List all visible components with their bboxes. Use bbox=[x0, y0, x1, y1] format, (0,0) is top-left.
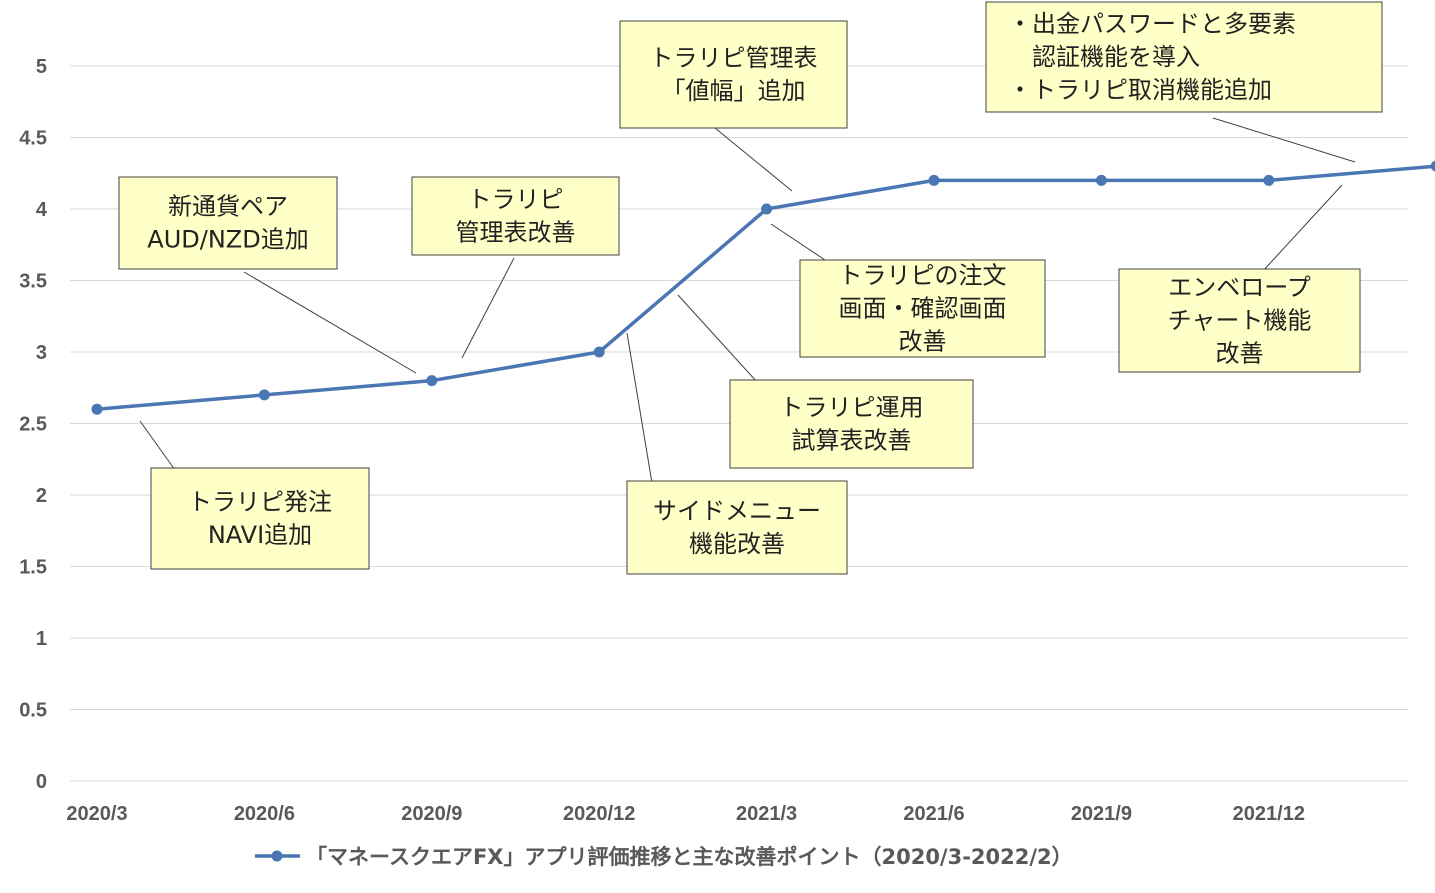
annotation-text: サイドメニュー bbox=[653, 497, 821, 525]
annotation-box bbox=[619, 20, 848, 129]
y-axis: 0 0.5 1 1.5 2 2.5 3 3.5 4 4.5 5 bbox=[19, 56, 48, 793]
data-point bbox=[1263, 174, 1275, 186]
annotation-leaders bbox=[139, 117, 1356, 484]
annotation-box bbox=[985, 1, 1383, 113]
annotations: トラリピ発注NAVI追加新通貨ペアAUD/NZD追加トラリピ管理表改善サイドメニ… bbox=[118, 1, 1383, 575]
annotation-box bbox=[411, 176, 620, 256]
data-point bbox=[1095, 174, 1107, 186]
annotation-leader-line bbox=[677, 294, 758, 383]
legend: 「マネースクエアFX」アプリ評価推移と主な改善ポイント（2020/3-2022/… bbox=[255, 845, 1073, 869]
x-tick-label: 2021/12 bbox=[1233, 803, 1305, 825]
data-point bbox=[91, 403, 103, 415]
annotation-text: NAVI追加 bbox=[208, 521, 312, 549]
y-tick-label: 2 bbox=[36, 485, 47, 507]
annotation-text: トラリピ bbox=[468, 186, 564, 214]
legend-label: 「マネースクエアFX」アプリ評価推移と主な改善ポイント（2020/3-2022/… bbox=[306, 845, 1073, 869]
x-axis: 2020/3 2020/6 2020/9 2020/12 2021/3 2021/6 202… bbox=[66, 803, 1305, 825]
y-tick-label: 0.5 bbox=[19, 700, 47, 722]
annotation-leader-line bbox=[1261, 184, 1343, 273]
annotation-text: トラリピ運用 bbox=[780, 394, 924, 422]
annotation-text: 改善 bbox=[899, 328, 947, 356]
annotation-box bbox=[1118, 268, 1361, 373]
annotation-box bbox=[118, 176, 338, 270]
annotation-text: エンベロープ bbox=[1168, 274, 1311, 302]
annotation-leader-line bbox=[139, 420, 176, 471]
y-tick-label: 4 bbox=[36, 199, 48, 221]
annotation-box bbox=[729, 379, 974, 469]
annotation-callout: トラリピ管理表「値幅」追加 bbox=[619, 20, 848, 129]
y-tick-label: 0 bbox=[36, 771, 47, 793]
annotation-callout: トラリピ発注 NAVI追加 bbox=[150, 467, 370, 570]
data-point bbox=[258, 389, 270, 401]
x-tick-label: 2021/9 bbox=[1071, 803, 1132, 825]
y-tick-label: 5 bbox=[36, 56, 47, 78]
y-tick-label: 3.5 bbox=[19, 271, 47, 293]
annotation-text: 改善 bbox=[1216, 340, 1264, 368]
annotation-text: 「値幅」追加 bbox=[662, 77, 806, 105]
y-tick-label: 1 bbox=[36, 628, 47, 650]
y-tick-label: 4.5 bbox=[19, 128, 47, 150]
x-tick-label: 2020/9 bbox=[401, 803, 462, 825]
annotation-text: 画面・確認画面 bbox=[839, 295, 1007, 323]
annotation-text: 機能改善 bbox=[689, 530, 785, 558]
x-tick-label: 2020/12 bbox=[563, 803, 635, 825]
data-point bbox=[1430, 160, 1435, 172]
x-tick-label: 2020/6 bbox=[234, 803, 295, 825]
annotation-leader-line bbox=[461, 257, 515, 359]
annotation-text: 試算表改善 bbox=[792, 427, 912, 455]
annotation-text: ・出金パスワードと多要素 bbox=[1008, 10, 1296, 38]
annotation-box bbox=[799, 259, 1046, 358]
annotation-callout: 新通貨ペア AUD/NZD追加 bbox=[118, 176, 338, 270]
y-tick-label: 1.5 bbox=[19, 557, 47, 579]
annotation-text: トラリピ管理表 bbox=[650, 44, 818, 72]
x-tick-label: 2020/3 bbox=[66, 803, 127, 825]
annotation-text: AUD/NZD追加 bbox=[147, 226, 308, 254]
y-tick-label: 2.5 bbox=[19, 414, 47, 436]
x-tick-label: 2021/6 bbox=[903, 803, 964, 825]
data-point bbox=[928, 174, 940, 186]
series-layer bbox=[91, 160, 1435, 415]
annotation-callout: ・出金パスワードと多要素 認証機能を導入・トラリピ取消機能追加 bbox=[985, 1, 1383, 113]
annotation-box bbox=[626, 480, 848, 575]
data-point bbox=[426, 375, 438, 387]
annotation-text: トラリピの注文 bbox=[839, 262, 1007, 290]
annotation-text: 認証機能を導入 bbox=[1008, 43, 1200, 71]
annotation-text: 新通貨ペア bbox=[168, 193, 288, 221]
annotation-text: ・トラリピ取消機能追加 bbox=[1008, 76, 1272, 104]
legend-marker bbox=[271, 850, 283, 862]
annotation-leader-line bbox=[243, 271, 417, 374]
data-point bbox=[593, 346, 605, 358]
annotation-leader-line bbox=[1212, 117, 1356, 163]
annotation-leader-line bbox=[626, 332, 653, 484]
y-tick-label: 3 bbox=[36, 342, 47, 364]
annotation-leader-line bbox=[714, 127, 793, 192]
data-point bbox=[761, 203, 773, 215]
annotation-text: 管理表改善 bbox=[456, 219, 576, 247]
annotation-box bbox=[150, 467, 370, 570]
annotation-text: チャート機能 bbox=[1168, 307, 1312, 335]
annotation-leader-line bbox=[770, 223, 829, 263]
annotation-text: トラリピ発注 bbox=[188, 488, 332, 516]
x-tick-label: 2021/3 bbox=[736, 803, 797, 825]
